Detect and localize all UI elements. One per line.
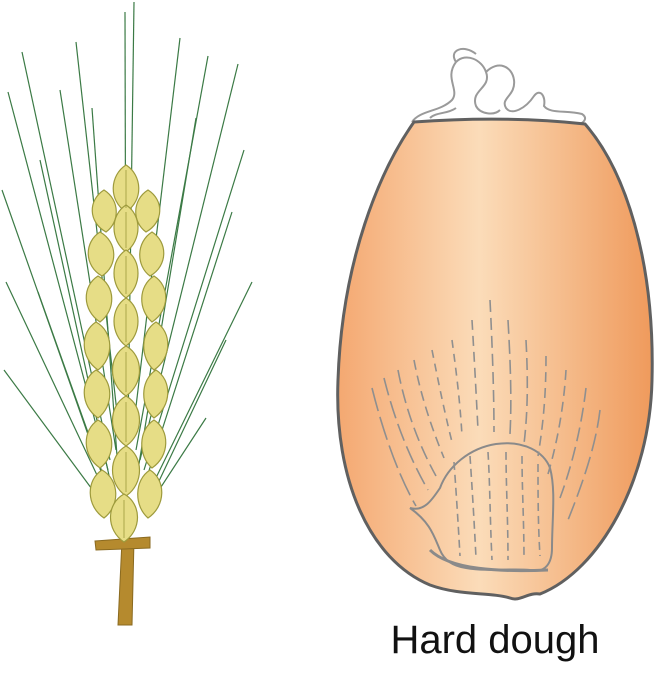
kernel-vein-lines <box>371 299 601 561</box>
wheat-spikelet-veins <box>123 170 127 538</box>
wheat-kernel <box>336 47 654 601</box>
stage-caption: Hard dough <box>390 618 600 662</box>
wheat-spikelets <box>83 164 169 543</box>
kernel-brush-hairs <box>411 47 587 125</box>
wheat-spike <box>1 1 253 626</box>
kernel-body <box>336 117 654 601</box>
wheat-node <box>94 536 151 551</box>
kernel-germ-base <box>428 548 549 573</box>
wheat-stem <box>117 539 135 626</box>
